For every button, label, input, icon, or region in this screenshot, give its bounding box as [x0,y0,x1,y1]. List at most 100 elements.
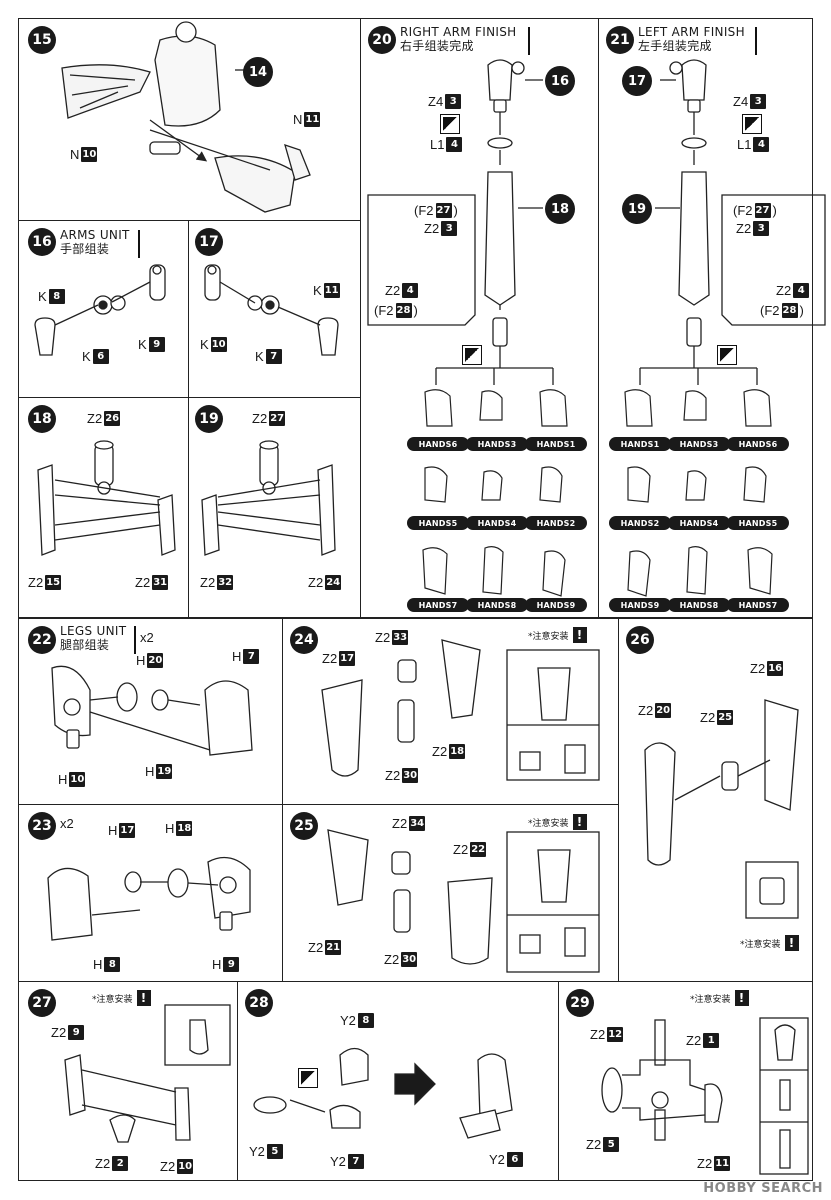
step-number: 20 [368,26,396,54]
hand-tag: HANDS8 [466,598,528,612]
part-callout: 17 [622,66,652,96]
watermark: HOBBY SEARCH [703,1181,823,1196]
step-number: 26 [626,626,654,654]
part-callout: 19 [622,194,652,224]
hand-tag: HANDS9 [525,598,587,612]
install-warning: *注意安装! [92,990,151,1006]
hand-tag: HANDS7 [407,598,469,612]
hand-tag: HANDS4 [466,516,528,530]
step-number: 22 [28,626,56,654]
step-number: 25 [290,812,318,840]
step-number: 23 [28,812,56,840]
cut-icon [742,114,762,134]
hand-tag: HANDS5 [407,516,469,530]
hand-tag: HANDS3 [466,437,528,451]
step-number: 28 [245,989,273,1017]
cut-icon [298,1068,318,1088]
part-callout: 18 [545,194,575,224]
hand-tag: HANDS9 [609,598,671,612]
hand-tag: HANDS4 [668,516,730,530]
step-number: 27 [28,989,56,1017]
step-number: 17 [195,228,223,256]
hand-tag: HANDS6 [407,437,469,451]
hand-tag: HANDS3 [668,437,730,451]
step-number: 18 [28,405,56,433]
multiplier: x2 [140,630,154,645]
install-warning: *注意安装! [528,627,587,643]
step-number: 24 [290,626,318,654]
hand-tag: HANDS1 [525,437,587,451]
hand-tag: HANDS2 [525,516,587,530]
hand-tag: HANDS7 [727,598,789,612]
hand-tag: HANDS6 [727,437,789,451]
install-warning: *注意安装! [528,814,587,830]
hand-tag: HANDS1 [609,437,671,451]
cut-icon [462,345,482,365]
multiplier: x2 [60,816,74,831]
